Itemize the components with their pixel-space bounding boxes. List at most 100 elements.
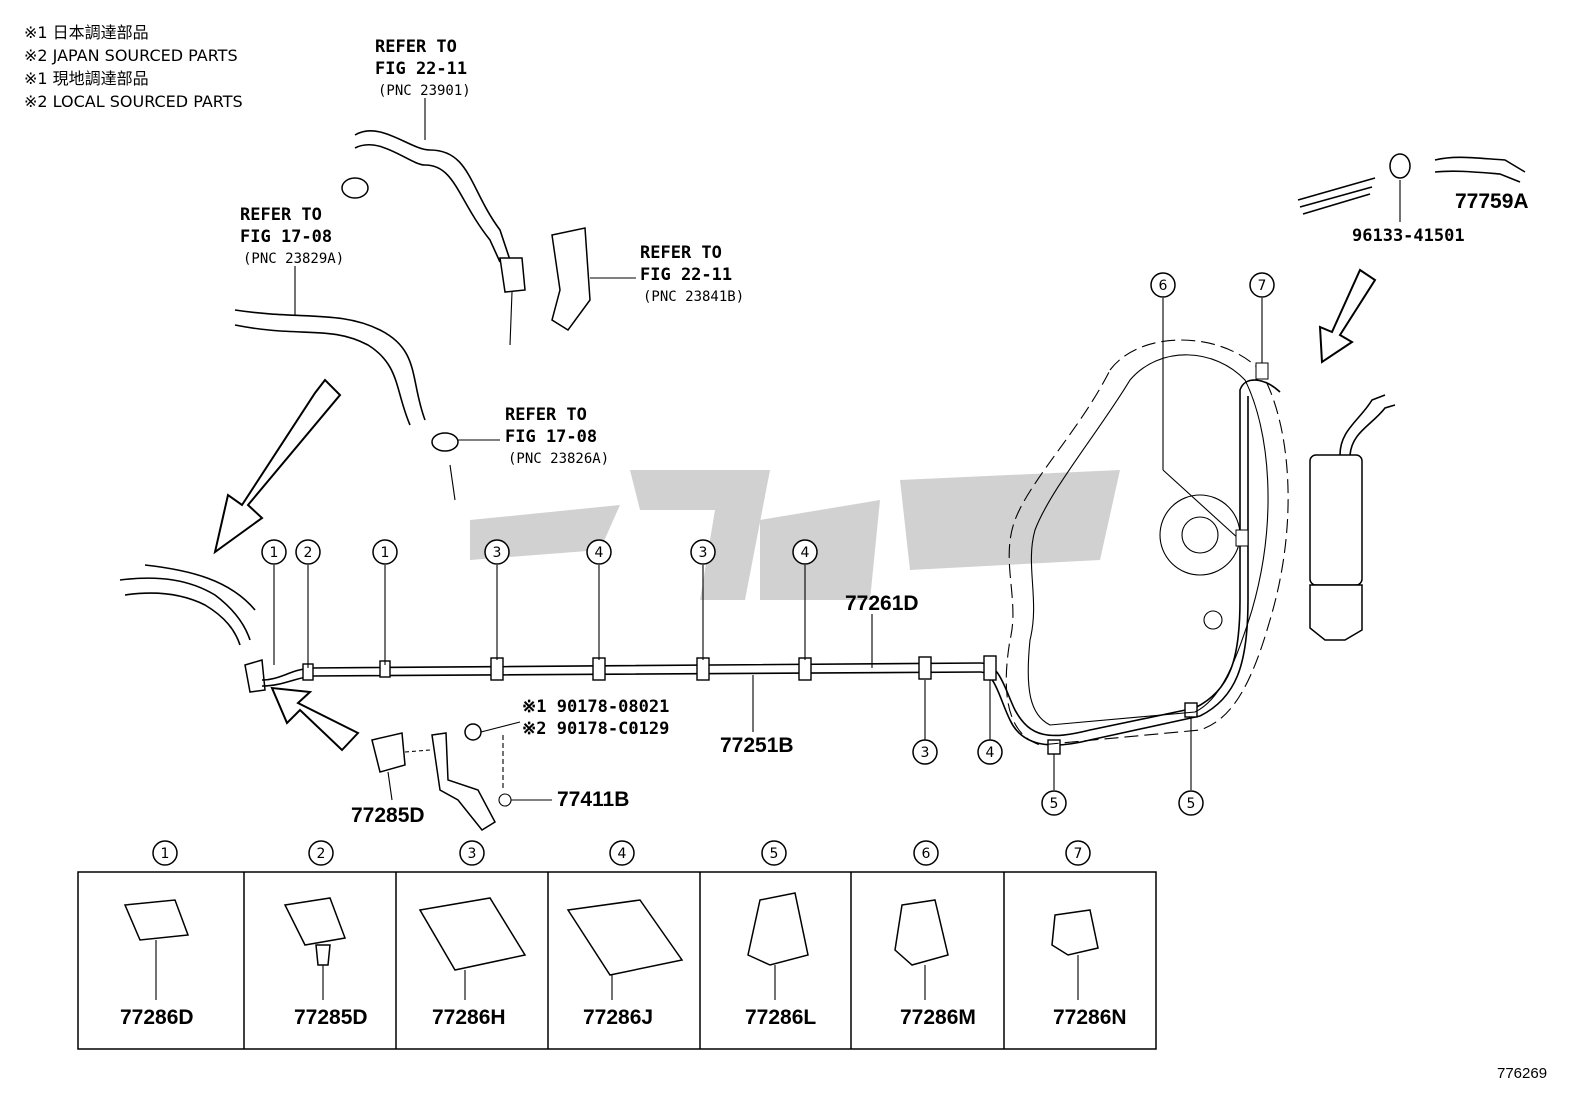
clip-77286M-icon [894,899,949,966]
callout-top-7: 4 [792,539,818,565]
clip-legend: 1 77286D 2 77285D 3 77286H 4 [77,840,1157,1050]
svg-text:3: 3 [921,745,930,761]
legend-col-5: 5 77286L [745,840,816,1029]
arrow-left-down [213,378,342,555]
note-3: ※1 現地調達部品 [24,69,149,88]
callout-tank-7: 7 [1249,272,1275,298]
callout-bottom-5b: 5 [1178,790,1204,816]
callout-bottom-3: 3 [912,739,938,765]
figure-number: 776269 [1497,1065,1547,1082]
svg-text:7: 7 [1074,846,1083,862]
callouts-top: 1 2 1 3 4 3 4 [261,539,818,668]
callout-top-5: 4 [586,539,612,565]
legend-col-3: 3 77286H [418,840,527,1029]
ref-23841B-group: REFER TO FIG 22-11 (PNC 23841B) [551,227,744,332]
top-right-parts: 77759A 96133-41501 [1297,153,1529,246]
legend-col-1: 1 77286D [120,840,194,1029]
svg-text:4: 4 [618,846,627,862]
arrow-right-down [1318,268,1377,364]
callout-top-2: 2 [295,539,321,565]
clip-77285D-icon [283,897,347,946]
callouts-bottom: 3 4 5 5 [912,680,1204,816]
svg-text:3: 3 [699,545,708,561]
clip-77286D-icon [123,899,190,941]
svg-text:4: 4 [986,745,995,761]
svg-text:4: 4 [801,545,810,561]
legend-col-7: 7 77286N [1051,840,1127,1029]
svg-text:5: 5 [770,846,779,862]
callout-top-6: 3 [690,539,716,565]
ref-23826A-line3: (PNC 23826A) [508,451,609,467]
svg-text:4: 4 [595,545,604,561]
svg-text:1: 1 [381,545,390,561]
legend-part-77286N: 77286N [1053,1006,1127,1029]
bracket-icon [551,227,591,332]
legend-part-77286H: 77286H [432,1006,506,1029]
svg-text:3: 3 [468,846,477,862]
filler-pipes [119,564,266,693]
ref-23826A-group: REFER TO FIG 17-08 (PNC 23826A) [431,405,609,501]
legend-col-4: 4 77286J [566,840,684,1029]
clip-77286H-icon [418,897,527,971]
svg-text:6: 6 [1159,278,1168,294]
callout-tank-6: 6 [1150,272,1176,298]
bracket-assembly: 77285D 77411B ※1 90178-08021 ※2 90178-C0… [351,697,669,831]
clip-77286L-icon [747,892,809,966]
callout-bottom-5a: 5 [1041,790,1067,816]
svg-text:5: 5 [1050,796,1059,812]
legend-part-77286L: 77286L [745,1006,816,1029]
clip-77286N-icon [1051,909,1099,956]
clamp-icon [431,432,459,452]
note-1: ※1 日本調達部品 [24,23,149,42]
legend-part-77286J: 77286J [583,1006,653,1029]
ref-23901-line3: (PNC 23901) [378,83,471,99]
part-77411B-label: 77411B [557,788,629,811]
legend-part-77286D: 77286D [120,1006,194,1029]
ref-23829A-line3: (PNC 23829A) [243,251,344,267]
ref-23901-group: REFER TO FIG 22-11 (PNC 23901) [341,37,526,346]
part-77251B-label: 77251B [720,734,794,757]
bolt-90178-08021-label: ※1 90178-08021 [522,697,669,717]
svg-text:2: 2 [304,545,313,561]
ref-23841B-line1: REFER TO [640,243,722,263]
callouts-tank: 6 7 [1150,272,1275,547]
legend-part-77286M: 77286M [900,1006,976,1029]
ref-23829A-group: REFER TO FIG 17-08 (PNC 23829A) [234,205,426,426]
callout-top-3: 1 [372,539,398,565]
svg-text:1: 1 [161,846,170,862]
part-77285D-label: 77285D [351,804,425,827]
callout-bottom-4: 4 [977,739,1003,765]
ref-23826A-line2: FIG 17-08 [505,427,597,447]
clip-77286J-icon [566,899,684,976]
note-4: ※2 LOCAL SOURCED PARTS [24,92,243,111]
ref-23901-line1: REFER TO [375,37,457,57]
band-clamp-icon [1389,153,1411,179]
main-fuel-lines [261,379,1281,755]
part-77261D-label: 77261D [845,592,919,615]
legend-part-77285D: 77285D [294,1006,368,1029]
ref-23841B-line2: FIG 22-11 [640,265,732,285]
legend-col-2: 2 77285D [283,840,368,1029]
svg-text:2: 2 [317,846,326,862]
svg-text:6: 6 [922,846,931,862]
ref-23901-line2: FIG 22-11 [375,59,467,79]
ref-23829A-line1: REFER TO [240,205,322,225]
hose-connector-icon [341,177,369,199]
svg-text:3: 3 [493,545,502,561]
canister [1309,394,1396,641]
watermark-logo [470,470,1120,600]
legend-col-6: 6 77286M [894,840,976,1029]
ref-23826A-line1: REFER TO [505,405,587,425]
svg-text:5: 5 [1187,796,1196,812]
part-96133-41501-label: 96133-41501 [1352,226,1465,246]
bolt-90178-C0129-label: ※2 90178-C0129 [522,719,669,739]
callout-top-1: 1 [261,539,287,565]
callout-top-4: 3 [484,539,510,565]
arrow-left-up [270,686,360,752]
svg-text:1: 1 [270,545,279,561]
note-2: ※2 JAPAN SOURCED PARTS [24,46,238,65]
svg-text:7: 7 [1258,278,1267,294]
part-77759A-label: 77759A [1455,190,1529,213]
ref-23829A-line2: FIG 17-08 [240,227,332,247]
